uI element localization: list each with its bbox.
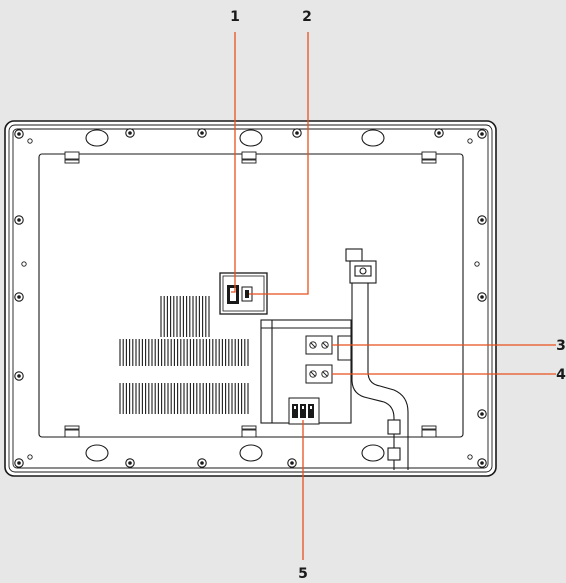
callout-1: 1 bbox=[230, 9, 240, 25]
vent-grille-upper bbox=[160, 296, 210, 337]
ribbon-cable bbox=[337, 248, 409, 470]
mounting-slots bbox=[85, 129, 385, 462]
callout-4: 4 bbox=[556, 367, 566, 383]
callout-2: 2 bbox=[302, 9, 312, 25]
callout-3: 3 bbox=[556, 338, 566, 354]
terminal-4 bbox=[305, 364, 333, 384]
panel-clips bbox=[64, 151, 437, 438]
callout-5: 5 bbox=[298, 566, 308, 582]
connector-5 bbox=[288, 397, 320, 425]
callout-leaders bbox=[231, 32, 556, 560]
vent-grille-lower bbox=[119, 339, 249, 414]
terminal-3 bbox=[305, 335, 333, 355]
